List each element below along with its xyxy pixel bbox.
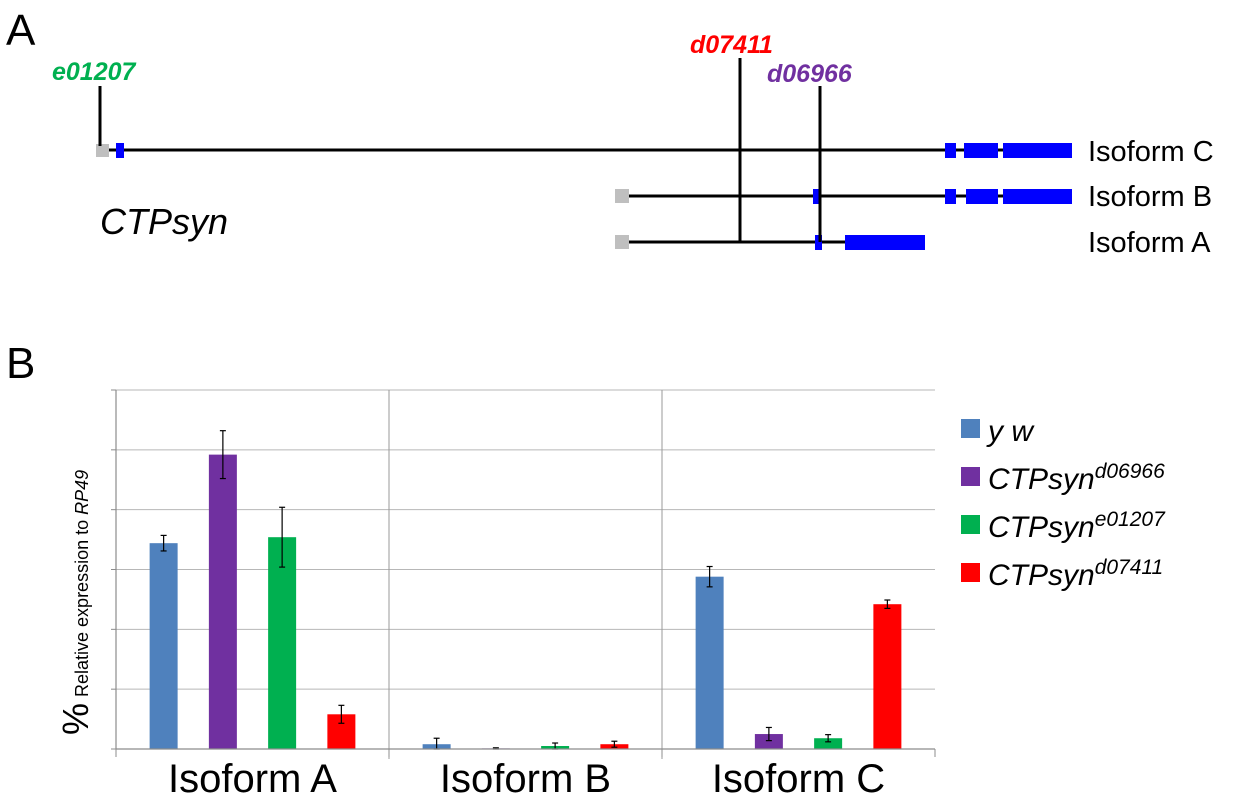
category-separators (388, 390, 663, 759)
isoform-c-utr (96, 144, 109, 157)
error-bars (160, 430, 891, 750)
axes (111, 389, 936, 757)
insertion-e01207-label: e01207 (52, 58, 137, 86)
legend-label: CTPsynd07411 (988, 556, 1163, 592)
isoform-b-exon-2 (945, 189, 956, 204)
bar (873, 604, 902, 749)
legend-label: CTPsynd06966 (988, 460, 1165, 496)
bars (149, 454, 902, 749)
isoform-a-exon-2 (845, 235, 925, 250)
bar (695, 576, 724, 749)
isoform-b-exon-1 (813, 189, 820, 204)
gridlines (116, 389, 935, 690)
x-tick-labels: Isoform A Isoform B Isoform C (168, 757, 885, 800)
y-axis-label: % Relative expression to RP49 (55, 470, 96, 735)
insertion-d06966-label: d06966 (767, 60, 853, 88)
bar (754, 734, 783, 749)
isoform-b-label: Isoform B (1088, 181, 1212, 213)
isoform-b-exon-4 (1003, 189, 1072, 204)
gene-model (96, 143, 1072, 250)
isoform-c-exon-4 (1003, 143, 1072, 158)
legend-swatch (961, 419, 980, 438)
isoform-a-label: Isoform A (1088, 227, 1211, 259)
isoform-c-label: Isoform C (1088, 136, 1214, 168)
legend-label: y w (986, 415, 1035, 448)
isoform-b-utr (615, 189, 629, 203)
isoform-b-exon-3 (966, 189, 998, 204)
legend-swatch (961, 515, 980, 534)
isoform-c-exon-3 (964, 143, 998, 158)
y-axis-label-text: Relative expression to (72, 515, 92, 697)
x-tick-label: Isoform B (440, 757, 611, 800)
bar (268, 537, 297, 749)
isoform-a-utr (615, 235, 629, 249)
legend-label: CTPsyne01207 (988, 508, 1166, 544)
isoform-a-exon-1 (815, 235, 822, 250)
x-tick-label: Isoform C (712, 757, 885, 800)
isoform-c-exon-1 (116, 143, 124, 158)
gene-name: CTPsyn (100, 201, 228, 242)
x-tick-label: Isoform A (168, 757, 337, 800)
y-axis-label-gene: RP49 (72, 470, 92, 515)
bar (208, 454, 237, 749)
bar (814, 738, 843, 749)
bar-chart: Isoform A Isoform B Isoform C (111, 389, 936, 800)
bar (149, 543, 178, 749)
panel-b-label: B (6, 339, 35, 388)
panel-a-label: A (6, 6, 36, 55)
legend-swatch (961, 467, 980, 486)
y-axis-label-percent: % (55, 703, 96, 735)
isoform-c-exon-2 (945, 143, 956, 158)
legend-swatch (961, 563, 980, 582)
insertion-d07411-label: d07411 (690, 31, 773, 59)
